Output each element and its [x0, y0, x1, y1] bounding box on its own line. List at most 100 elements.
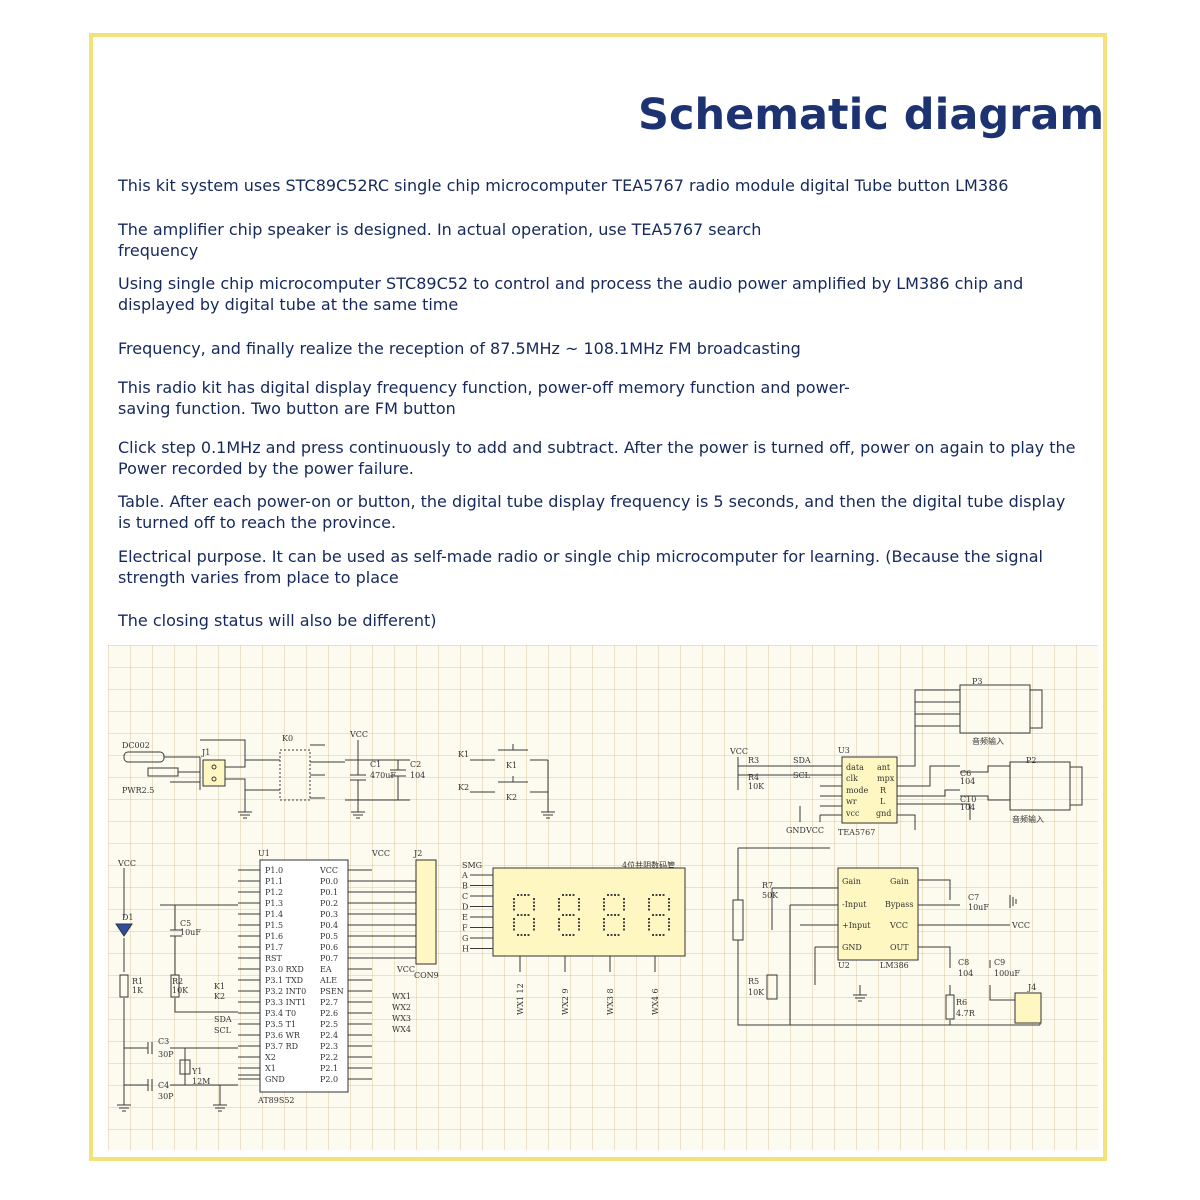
- p2-note: 音频输入: [1012, 814, 1044, 824]
- con9-label: CON9: [414, 971, 439, 980]
- paragraph-6: Click step 0.1MHz and press continuously…: [118, 438, 1076, 478]
- dc-jack-pin: [147, 767, 179, 777]
- mcu-left-pin-label: X2: [265, 1053, 276, 1062]
- u3-pin-l: L: [880, 797, 886, 806]
- mcu-left-pin-label: RST: [265, 954, 283, 963]
- mcu-block: U1 P1.0P1.1P1.2P1.3P1.4P1.5P1.6P1.7RSTP3…: [115, 849, 439, 1112]
- ground-symbol-1: [238, 811, 252, 819]
- amp-ground-symbols: [853, 895, 1017, 1002]
- mcu-left-pin-label: P1.1: [265, 877, 283, 886]
- net-sda-label: SDA: [214, 1015, 232, 1024]
- dc-jack-sub-label: PWR2.5: [122, 786, 154, 795]
- mcu-right-pins: VCCP0.0P0.1P0.2P0.3P0.4P0.5P0.6P0.7EAALE…: [319, 866, 416, 1084]
- buttons-block: K1 K2 K1 K2: [458, 744, 555, 819]
- p2-connector: [1009, 761, 1071, 811]
- segment-letter: G: [462, 934, 468, 943]
- sda-net-label: SDA: [793, 756, 811, 765]
- p3-note: 音频输入: [972, 736, 1004, 746]
- k0-label: K0: [282, 734, 293, 743]
- radio-block: VCC R3 R4 10K SDA SCL U3 data clk mode w…: [729, 677, 1083, 837]
- resistor-r6: [945, 994, 955, 1020]
- net-wx2-label: WX2: [392, 1003, 411, 1012]
- radio-left-wires: [790, 765, 842, 822]
- k0-switch: [279, 749, 311, 801]
- mcu-vcc2-label: VCC: [396, 965, 415, 974]
- paragraph-1: This kit system uses STC89C52RC single c…: [118, 176, 1009, 195]
- mcu-right-pin-label: P0.7: [320, 954, 338, 963]
- wx-label: WX2 9: [561, 988, 570, 1015]
- u3-pin-vcc: vcc: [845, 809, 860, 818]
- paragraph-5: This radio kit has digital display frequ…: [118, 378, 850, 418]
- resistor-r5: [766, 974, 778, 1000]
- u2-pin-vcc: VCC: [889, 921, 908, 930]
- display-digits: [513, 894, 670, 936]
- u3-pin-gnd: gnd: [876, 809, 891, 818]
- p3-connector: [959, 684, 1031, 734]
- tea5767-label: TEA5767: [838, 828, 875, 837]
- c4-label: C4: [158, 1081, 169, 1090]
- u2-pin-out: OUT: [890, 943, 909, 952]
- mcu-right-pin-label: VCC: [319, 866, 338, 875]
- led-d1: [115, 923, 133, 937]
- u1-label: U1: [258, 849, 270, 858]
- c6-value: 104: [960, 777, 975, 786]
- resistor-r2: [170, 974, 180, 998]
- u3-label: U3: [838, 746, 850, 755]
- c5-value: 10uF: [180, 928, 201, 937]
- mcu-left-pin-label: P3.3 INT1: [265, 998, 306, 1007]
- c9-value: 100uF: [994, 969, 1020, 978]
- r2-label: R2: [172, 977, 183, 986]
- amp-block: R7 50K R5 10K Gain -Input +Input GND Gai…: [732, 847, 1042, 1026]
- mcu-left-pin-label: P1.0: [265, 866, 283, 875]
- u3-pin-wr: wr: [846, 797, 857, 806]
- mcu-left-pin-label: P1.6: [265, 932, 283, 941]
- mcu-right-pin-label: P2.1: [320, 1064, 338, 1073]
- p2-label: P2: [1026, 756, 1036, 765]
- ground-symbol-2: [351, 811, 365, 819]
- segment-letter: C: [462, 892, 468, 901]
- page-title: Schematic diagram: [638, 90, 1105, 140]
- mcu-right-pin-label: P0.0: [320, 877, 338, 886]
- dc-jack-label: DC002: [122, 741, 150, 750]
- wx-label: WX3 8: [606, 988, 615, 1015]
- mcu-vcc-label: VCC: [371, 849, 390, 858]
- mcu-right-pin-label: P0.6: [320, 943, 338, 952]
- vcc-label-1: VCC: [349, 730, 368, 739]
- paragraph-4: Frequency, and finally realize the recep…: [118, 339, 801, 358]
- mcu-right-pin-label: P2.2: [320, 1053, 338, 1062]
- radio-vcc2-label: VCC: [805, 826, 824, 835]
- mcu-left-pin-label: P1.5: [265, 921, 283, 930]
- mcu-left-pin-label: P3.1 TXD: [265, 976, 303, 985]
- radio-cap-wires: [960, 765, 1010, 801]
- radio-gnd-label: GND: [786, 826, 806, 835]
- u2-pin-bypass: Bypass: [885, 900, 914, 909]
- k0-wires: [310, 744, 345, 799]
- segment-letter: H: [462, 945, 469, 954]
- mcu-left-pin-label: P1.4: [265, 910, 283, 919]
- k2-net-label: K2: [458, 783, 469, 792]
- image-frame: [89, 33, 1107, 1161]
- mcu-right-pin-label: P0.1: [320, 888, 338, 897]
- p3-plug: [1029, 689, 1043, 729]
- u2-pin-gain2: Gain: [890, 877, 909, 886]
- u2-pin-gnd: GND: [842, 943, 862, 952]
- mcu-right-pin-label: P0.3: [320, 910, 338, 919]
- c2-value: 104: [410, 771, 425, 780]
- mcu-right-pin-label: P0.4: [320, 921, 338, 930]
- r7-value: 50K: [762, 891, 779, 900]
- c7-label: C7: [968, 893, 979, 902]
- j1-pin1: [211, 764, 217, 770]
- j2-connector: [415, 859, 437, 965]
- mcu-left-pin-label: P3.5 T1: [265, 1020, 296, 1029]
- mcu-left-pin-label: X1: [265, 1064, 276, 1073]
- c10-label: C10: [960, 795, 976, 804]
- tea5767-chip: [841, 756, 898, 824]
- k1-net-label: K1: [458, 750, 469, 759]
- segment-letter: B: [462, 882, 468, 891]
- j4-speaker-connector: [1014, 992, 1042, 1024]
- c5-label: C5: [180, 919, 191, 928]
- r6-value: 4.7R: [956, 1009, 976, 1018]
